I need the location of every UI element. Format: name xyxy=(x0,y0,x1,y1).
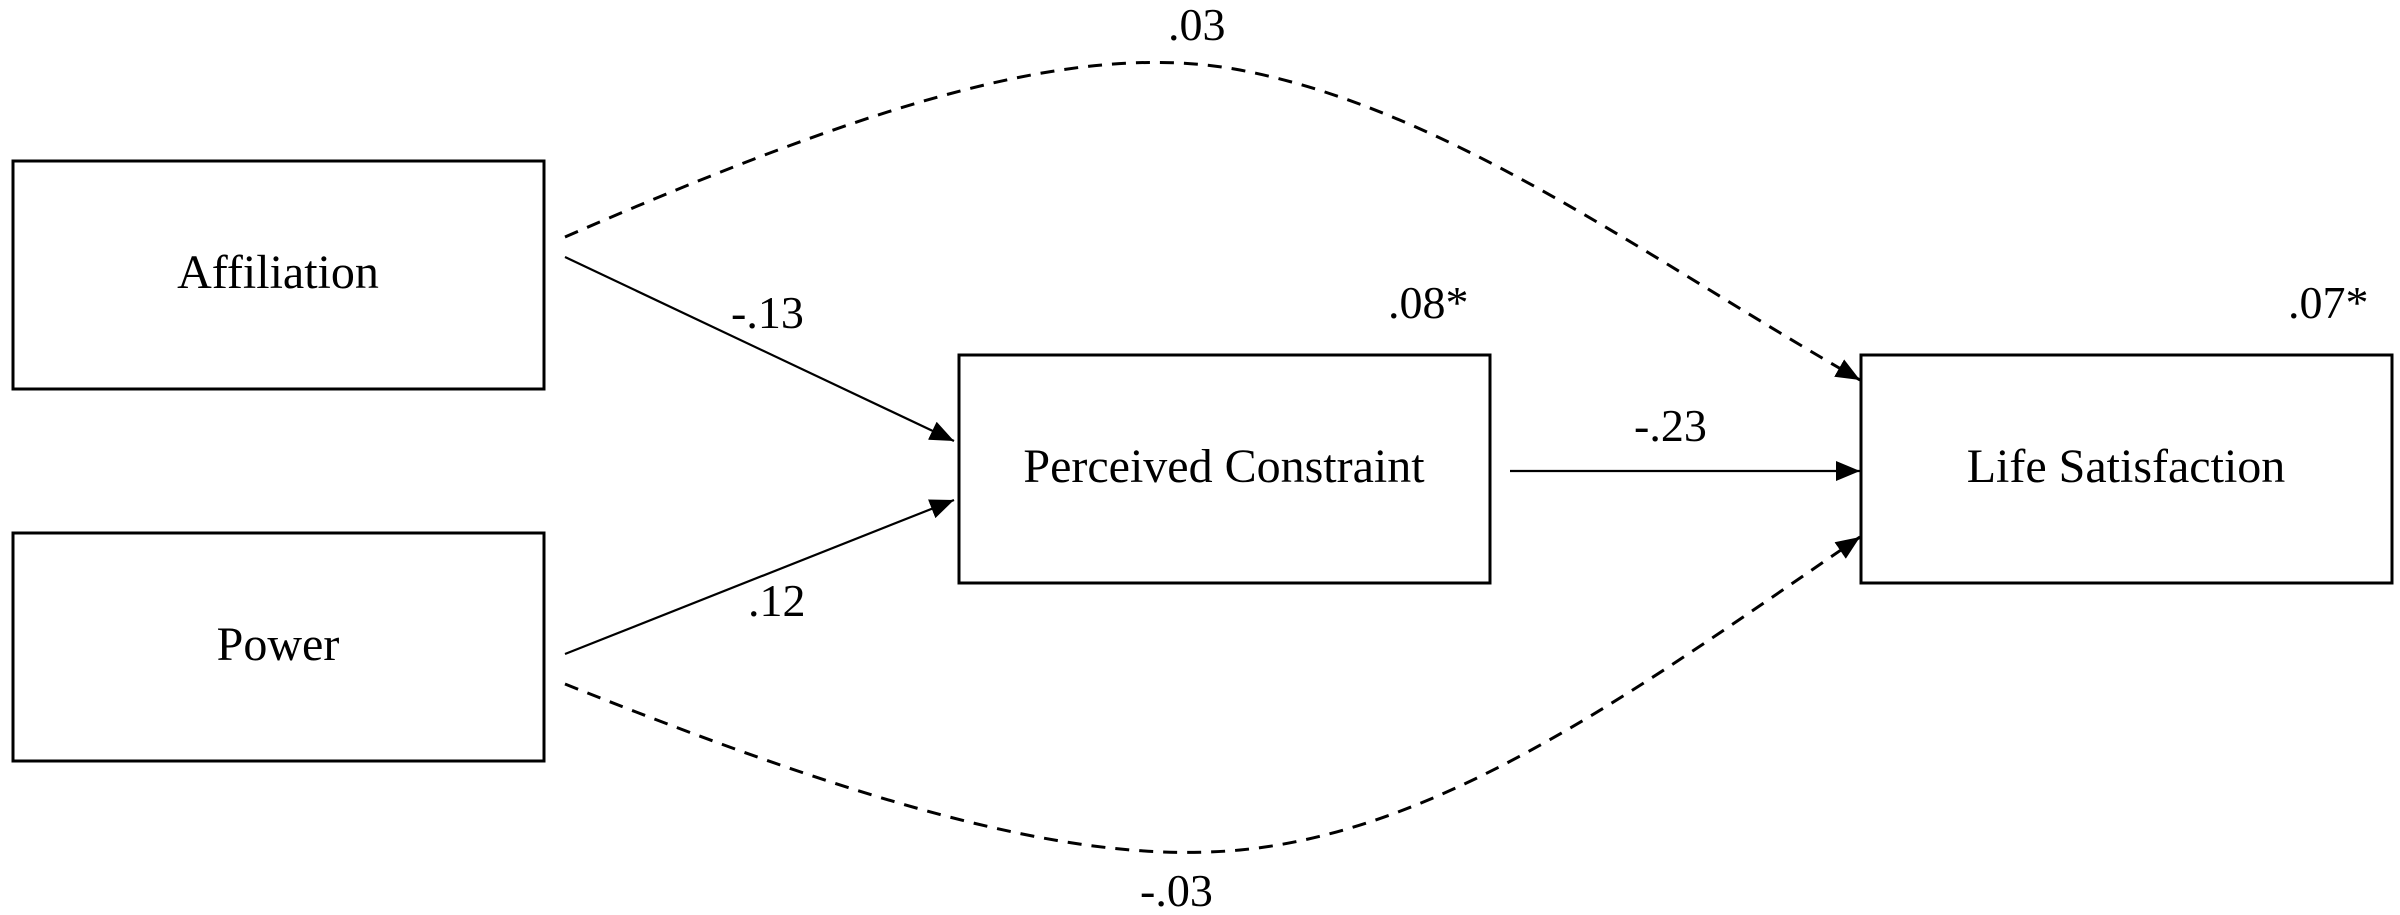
variance-label-life-satisfaction: .07* xyxy=(2288,277,2369,328)
variance-label-perceived-constraint: .08* xyxy=(1388,277,1469,328)
coef-affiliation-to-constraint: -.13 xyxy=(731,287,804,338)
coef-power-to-constraint: .12 xyxy=(748,575,806,626)
node-label-life-satisfaction: Life Satisfaction xyxy=(1967,440,2286,493)
edge-affiliation-to-satisfaction xyxy=(564,61,1861,382)
node-life-satisfaction: Life Satisfaction xyxy=(1859,353,2394,585)
node-label-power: Power xyxy=(217,618,340,671)
coef-power-to-satisfaction: -.03 xyxy=(1140,865,1213,915)
node-label-perceived-constraint: Perceived Constraint xyxy=(1023,440,1425,493)
node-perceived-constraint: Perceived Constraint xyxy=(957,353,1492,585)
edge-affiliation-to-constraint xyxy=(564,256,955,442)
edge-power-to-satisfaction xyxy=(564,535,1861,854)
edge-power-to-constraint xyxy=(564,498,955,656)
node-power: Power xyxy=(11,531,546,763)
coef-constraint-to-satisfaction: -.23 xyxy=(1634,400,1707,451)
node-affiliation: Affiliation xyxy=(11,159,546,391)
node-label-affiliation: Affiliation xyxy=(177,246,379,299)
coef-affiliation-to-satisfaction: .03 xyxy=(1168,0,1226,50)
